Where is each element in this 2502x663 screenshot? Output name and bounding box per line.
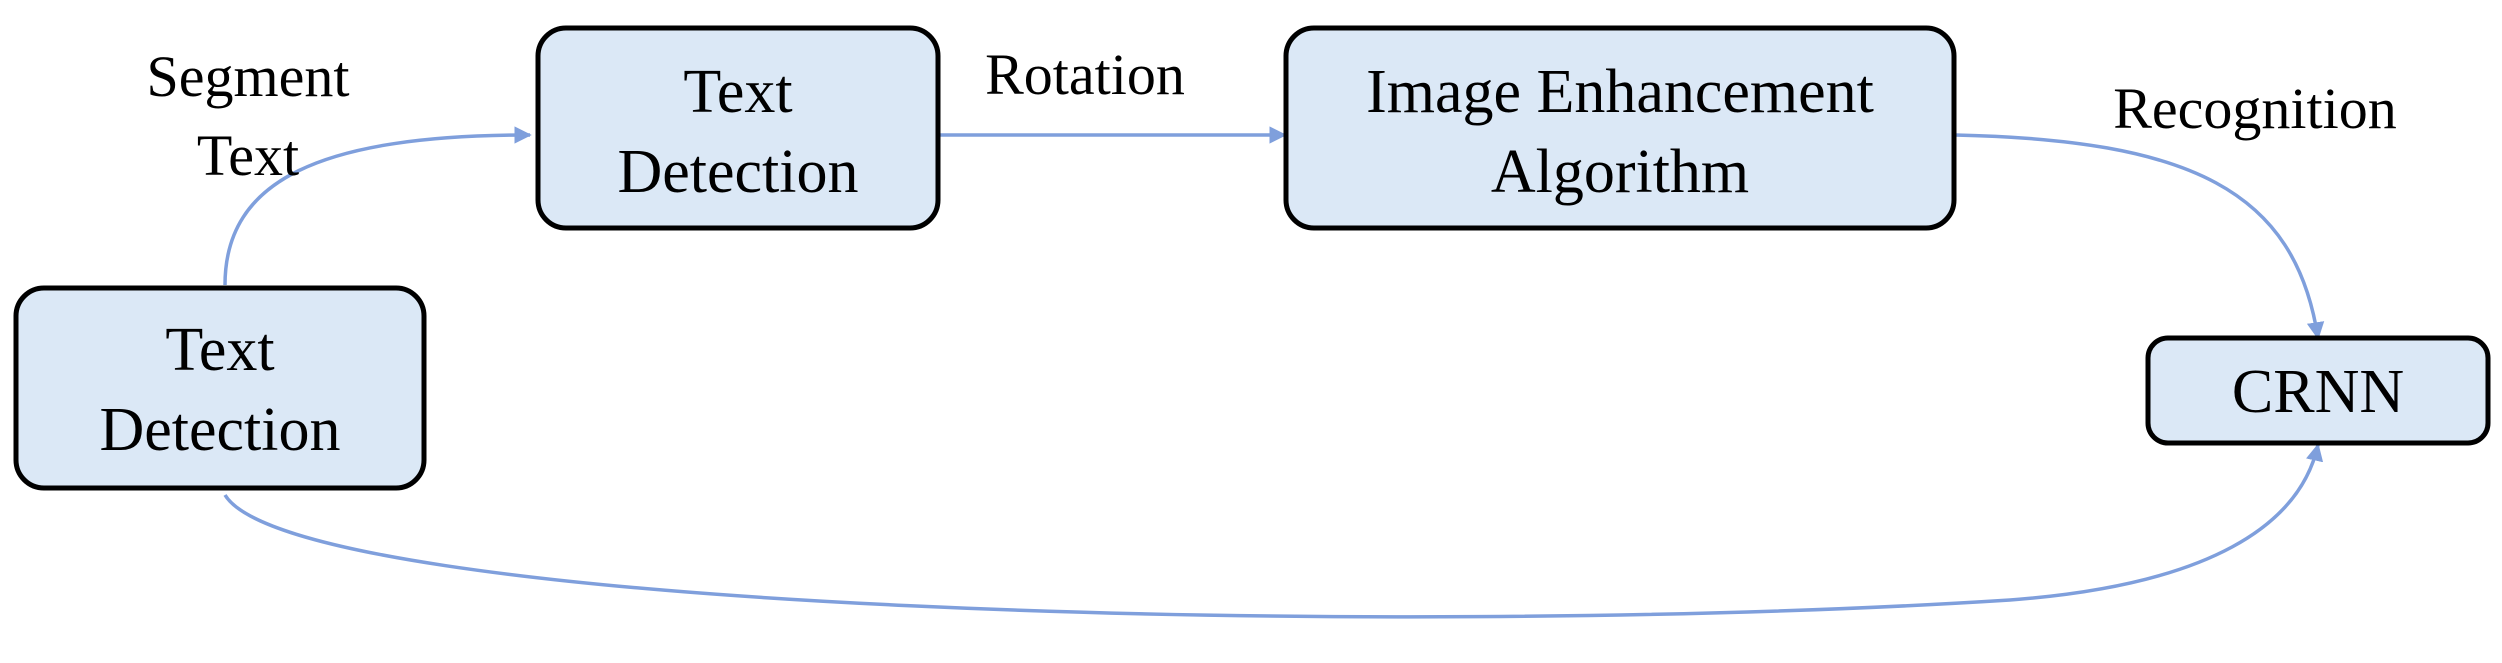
edge-direct-crnn (223, 443, 2324, 619)
node-text-detection-box (535, 25, 941, 231)
node-source-text-detection: Text Detection (13, 285, 427, 491)
edge-recognition (1954, 133, 2325, 340)
edge-label-segment-line2: Text (197, 123, 299, 188)
edge-label-segment-line1: Segment (147, 44, 350, 109)
node-text-detection: Text Detection (535, 25, 941, 231)
node-source-box (13, 285, 427, 491)
node-crnn-box (2145, 335, 2491, 446)
node-text-detection-line1: Text (683, 58, 792, 126)
node-image-enhancement: Image Enhancement Algorithm (1283, 25, 1957, 231)
node-source-line1: Text (165, 316, 274, 384)
node-image-enhancement-box (1283, 25, 1957, 231)
node-crnn-label: CRNN (2232, 358, 2404, 426)
edge-segment-text (223, 126, 532, 286)
node-source-line2: Detection (99, 396, 340, 464)
edge-label-recognition: Recognition (2113, 76, 2397, 141)
node-crnn: CRNN (2145, 335, 2491, 446)
node-text-detection-line2: Detection (617, 138, 858, 206)
node-image-enhancement-line1: Image Enhancement (1366, 58, 1874, 126)
edge-label-rotation: Rotation (985, 42, 1185, 107)
node-image-enhancement-line2: Algorithm (1491, 138, 1749, 206)
